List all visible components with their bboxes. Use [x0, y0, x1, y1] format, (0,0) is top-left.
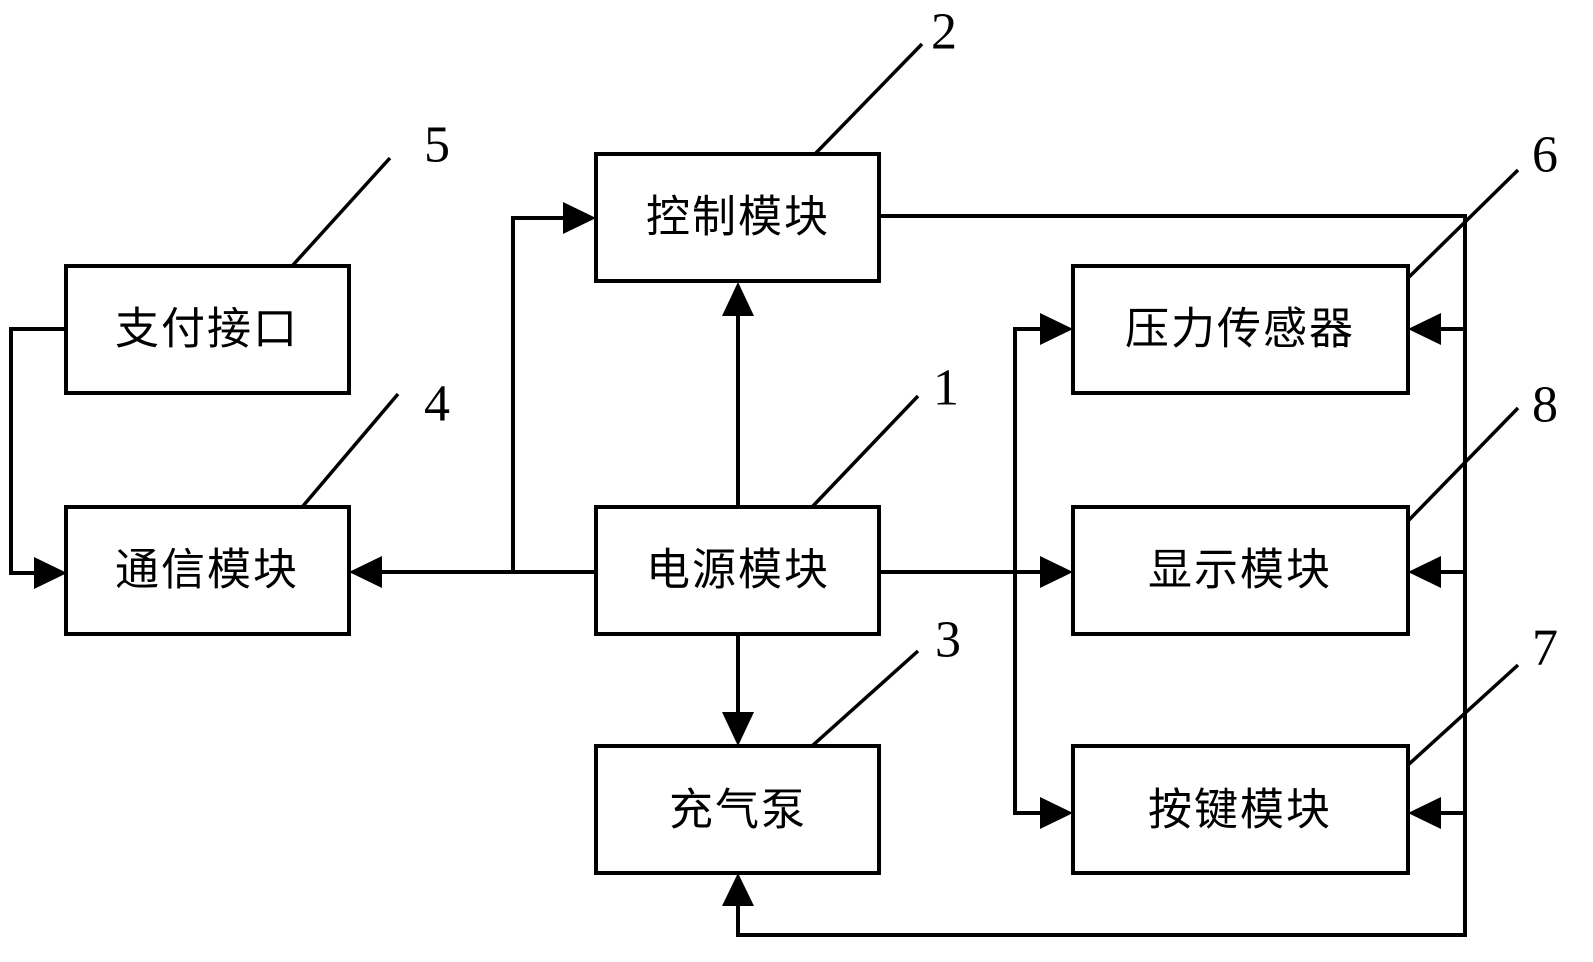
arrow-to-keys-left [1040, 797, 1073, 829]
leader-7 [1406, 663, 1520, 767]
module-label-keys: 按键模块 [1148, 785, 1332, 836]
ref-number-4: 4 [424, 376, 450, 433]
ref-number-8: 8 [1532, 377, 1558, 434]
module-keys: 按键模块 [1071, 744, 1410, 875]
arrowheads [34, 202, 1441, 906]
arrow-to-control-bottom [722, 282, 754, 316]
arrow-to-sensor-right [1408, 313, 1441, 345]
leader-4 [301, 392, 400, 508]
connection-wires [9, 214, 1467, 937]
reference-numbers: 2 5 4 1 3 6 8 7 [424, 4, 1558, 677]
module-payment: 支付接口 [64, 264, 351, 395]
leader-1 [811, 394, 920, 508]
arrow-to-pump-bottom [722, 873, 754, 906]
ref-number-6: 6 [1532, 127, 1558, 184]
module-comm: 通信模块 [64, 505, 351, 636]
module-pump: 充气泵 [594, 744, 881, 875]
module-sensor: 压力传感器 [1071, 264, 1410, 395]
module-label-payment: 支付接口 [115, 304, 299, 355]
arrow-to-comm-left [34, 557, 67, 589]
module-control: 控制模块 [594, 152, 881, 283]
module-label-pump: 充气泵 [669, 785, 807, 836]
wire-power-to-control [511, 216, 570, 572]
module-label-sensor: 压力传感器 [1125, 304, 1355, 355]
arrow-to-control-left [563, 202, 596, 234]
wire-power-bus-right [1013, 327, 1046, 815]
arrow-to-keys-right [1408, 797, 1441, 829]
arrow-to-sensor-left [1040, 313, 1073, 345]
ref-number-7: 7 [1532, 620, 1558, 677]
reference-leaders [291, 42, 1520, 767]
module-label-control: 控制模块 [646, 192, 830, 243]
leader-2 [813, 42, 924, 156]
wire-control-bus [736, 214, 1467, 937]
module-label-display: 显示模块 [1148, 545, 1332, 596]
arrow-to-display-right [1408, 556, 1441, 588]
module-power: 电源模块 [594, 505, 881, 636]
ref-number-2: 2 [931, 4, 957, 61]
module-label-comm: 通信模块 [115, 545, 299, 596]
ref-number-3: 3 [935, 612, 961, 669]
leader-8 [1406, 406, 1520, 523]
module-display: 显示模块 [1071, 505, 1410, 636]
leader-3 [810, 649, 920, 748]
leader-6 [1406, 168, 1520, 280]
ref-number-1: 1 [933, 360, 959, 417]
ref-number-5: 5 [424, 117, 450, 174]
wire-payment-to-comm [9, 327, 66, 575]
leader-5 [291, 156, 392, 267]
arrow-to-pump-top [722, 712, 754, 746]
arrow-to-display-left [1040, 556, 1073, 588]
module-label-power: 电源模块 [646, 545, 830, 596]
arrow-to-comm-right [349, 556, 382, 588]
